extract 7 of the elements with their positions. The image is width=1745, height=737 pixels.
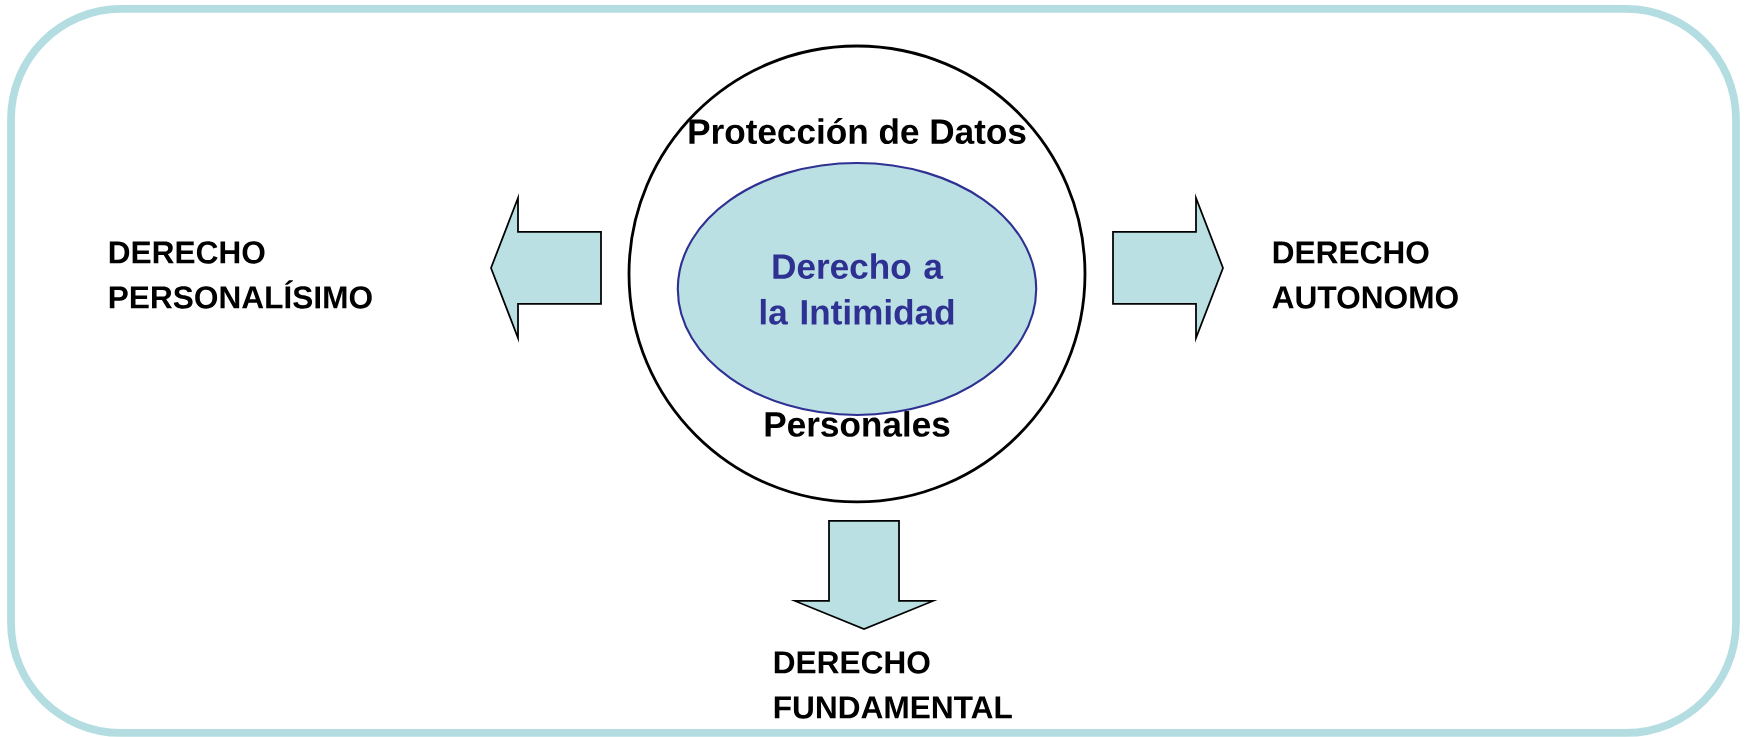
label-text: DERECHO AUTONOMO [1272,241,1458,309]
block-arrow [490,193,602,343]
label-text: DERECHO FUNDAMENTAL [774,651,1012,719]
curved-title: Protección de Datos [689,117,1026,145]
block-arrow [790,520,938,630]
label-text: DERECHO PERSONALÍSIMO [109,241,372,309]
block-arrow [1112,193,1224,343]
